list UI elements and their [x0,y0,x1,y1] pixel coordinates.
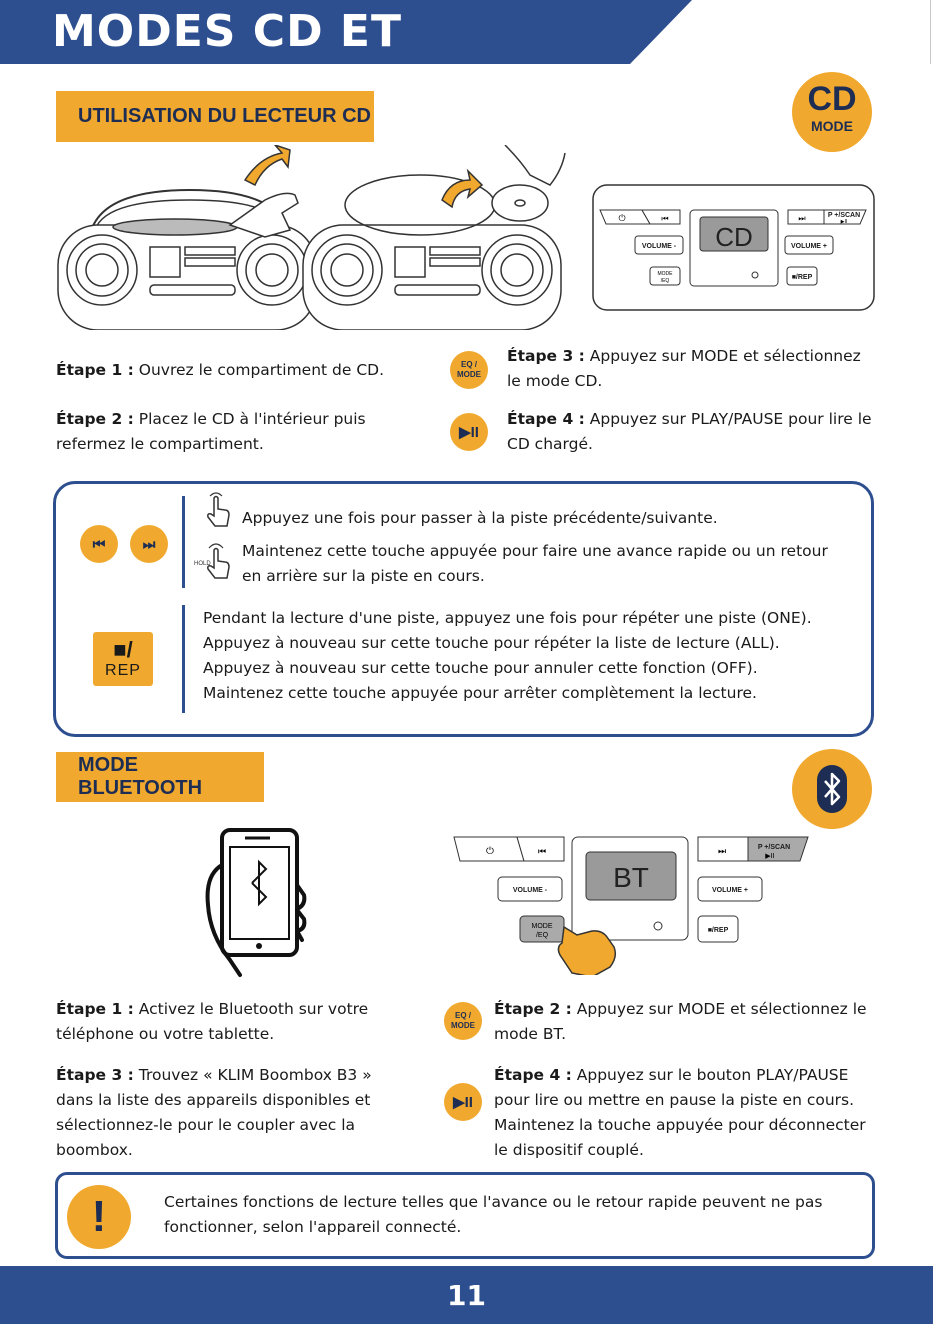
bt-step-2: Étape 2 : Appuyez sur MODE et sélectionn… [494,997,874,1047]
close-arrow-icon [441,168,484,209]
rep-line-2: Appuyez à nouveau sur cette touche pour … [203,634,780,652]
bt-step-1-text: Activez le Bluetooth sur votre téléphone… [56,1000,369,1043]
power-icon: ⏻ [486,846,494,857]
rep-description: Pendant la lecture d'une piste, appuyez … [203,606,863,706]
eq-mode-button-icon: EQ / MODE [444,1002,482,1040]
cd-section-label: UTILISATION DU LECTEUR CD [56,91,374,142]
note-text: Certaines fonctions de lecture telles qu… [164,1193,823,1236]
bt-p-scan-label: P +/SCAN [758,844,790,851]
title-banner-shape [0,0,692,64]
cd-step-3-label: Étape 3 : [507,347,585,365]
cd-badge-subtitle: MODE [811,118,853,134]
bt-section-label: MODE BLUETOOTH [56,752,264,802]
bt-rep-label: ■/REP [708,927,729,934]
title-banner: MODES CD ET BLUETOOTH [0,0,700,108]
bt-step-3-label: Étape 3 : [56,1066,134,1084]
eq-mode-button-icon: EQ / MODE [450,351,488,389]
bt-eq-mode-line1: EQ / [454,1011,471,1020]
cd-step-4-text: Appuyez sur PLAY/PAUSE pour lire le CD c… [507,410,872,453]
previous-track-icon: ⏮ [80,525,118,563]
svg-text:/EQ: /EQ [661,278,670,284]
volume-minus-label: VOLUME - [642,243,677,250]
boombox-icon [57,188,317,330]
cd-step-1-label: Étape 1 : [56,361,134,379]
bt-volume-plus-label: VOLUME + [712,887,748,894]
exclamation-icon: ! [67,1185,131,1249]
controls-info-box [53,481,874,737]
p-scan-label: P +/SCAN [828,212,860,219]
rep-line-4: Maintenez cette touche appuyée pour arrê… [203,684,757,702]
cd-display-text: CD [715,222,753,252]
rep-line-3: Appuyez à nouveau sur cette touche pour … [203,659,758,677]
next-track-icon: ⏭ [130,525,168,563]
bt-step-4: Étape 4 : Appuyez sur le bouton PLAY/PAU… [494,1063,874,1163]
rep-label: ■/REP [792,274,813,281]
bt-control-panel: ⏻ ⏮ BT ⏭ P +/SCAN ▶II VOLUME - VOLUME + … [453,836,809,975]
bt-step-3: Étape 3 : Trouvez « KLIM Boombox B3 » da… [56,1063,401,1163]
phone-icon [205,828,307,977]
previous-track-icon: ⏮ [661,214,668,223]
open-arrow-icon [228,145,299,238]
svg-text:MODE: MODE [658,271,674,277]
cd-step-4-label: Étape 4 : [507,410,585,428]
bt-volume-minus-label: VOLUME - [513,887,548,894]
cd-step-1-text: Ouvrez le compartiment de CD. [133,361,385,379]
power-icon: ⏻ [618,213,625,224]
stop-icon: ■/ [113,637,133,662]
previous-track-icon: ⏮ [538,847,546,857]
bt-step-2-label: Étape 2 : [494,1000,572,1018]
svg-text:▶II: ▶II [841,219,848,225]
hold-label: HOLD [194,561,211,567]
cd-step-2: Étape 2 : Placez le CD à l'intérieur pui… [56,407,436,457]
bt-step-4-label: Étape 4 : [494,1066,572,1084]
cd-step-4: Étape 4 : Appuyez sur PLAY/PAUSE pour li… [507,407,877,457]
bt-eq-mode-line2: MODE [451,1021,475,1030]
rep-icon-label: REP [105,662,141,679]
divider-rep [182,605,185,713]
cd-control-panel: ⏻ ⏮ CD ⏭ P +/SCAN ▶II VOLUME - VOLUME + … [592,184,875,311]
note-box [55,1172,875,1259]
tap-hand-icon [207,492,230,527]
tap-hand-icon [557,925,617,975]
cd-step-3: Étape 3 : Appuyez sur MODE et sélectionn… [507,344,877,394]
page-footer: 11 [0,1266,933,1324]
cd-badge-title: CD [807,80,857,118]
page-number: 11 [447,1278,486,1312]
eq-mode-line1: EQ / [460,360,477,369]
cd-step-2-label: Étape 2 : [56,410,134,428]
bt-step-2-text: Appuyez sur MODE et sélectionnez le mode… [494,1000,867,1043]
bluetooth-icon [817,765,847,813]
play-pause-icon: ▶II [444,1083,482,1121]
bluetooth-icon [251,859,268,907]
divider-skip [182,496,185,588]
bt-step-1: Étape 1 : Activez le Bluetooth sur votre… [56,997,406,1047]
skip-press-text: Appuyez une fois pour passer à la piste … [242,509,718,527]
cd-step-1: Étape 1 : Ouvrez le compartiment de CD. [56,358,436,383]
bt-display-text: BT [613,862,649,893]
skip-hold-text: Maintenez cette touche appuyée pour fair… [242,542,828,585]
hold-hand-icon: HOLD [194,543,230,579]
bt-step-1-label: Étape 1 : [56,1000,134,1018]
volume-plus-label: VOLUME + [791,243,827,250]
bt-step-3-text: Trouvez « KLIM Boombox B3 » dans la list… [56,1066,372,1159]
bluetooth-badge [792,749,872,829]
next-track-icon: ⏭ [718,847,726,857]
cd-step-2-text: Placez le CD à l'intérieur puis refermez… [56,410,366,453]
cd-mode-badge: CD MODE [792,72,872,152]
rep-line-1: Pendant la lecture d'une piste, appuyez … [203,609,812,627]
svg-text:/EQ: /EQ [536,932,549,939]
bt-step-4-text: Appuyez sur le bouton PLAY/PAUSE pour li… [494,1066,866,1159]
svg-text:MODE: MODE [532,923,553,930]
play-pause-icon: ▶II [450,413,488,451]
boombox-illustrations [57,145,566,330]
svg-text:▶II: ▶II [765,852,775,860]
next-track-icon: ⏭ [798,214,805,223]
eq-mode-line2: MODE [457,370,481,379]
page-edge-rule [930,0,931,64]
stop-rep-button-icon: ■/ REP [93,632,153,686]
cd-step-3-text: Appuyez sur MODE et sélectionnez le mode… [507,347,861,390]
